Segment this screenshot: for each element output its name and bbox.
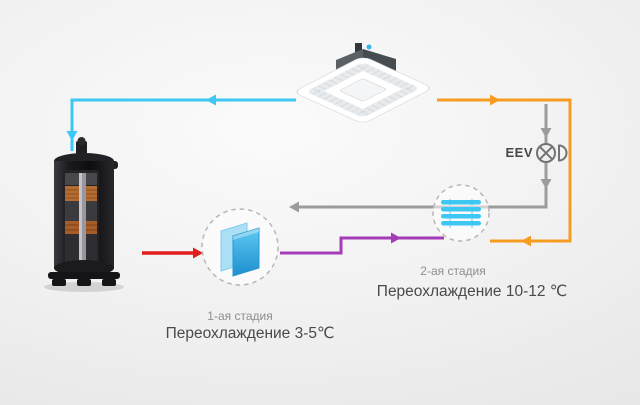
stage1-title: 1-ая стадия	[207, 309, 273, 323]
stage1-plate-heat-exchanger	[201, 208, 279, 286]
compressor	[44, 137, 124, 292]
stage2-title: 2-ая стадия	[420, 264, 486, 278]
arrow-left-icon	[521, 235, 531, 247]
stage1-subcooling-value: Переохлаждение 3-5℃	[165, 325, 335, 342]
stage2-dashed-circle	[432, 184, 490, 242]
arrow-down-icon	[66, 131, 78, 141]
subcooler-tubes-icon	[441, 200, 481, 226]
plate-hx-front-icon	[232, 227, 260, 277]
arrow-left-icon	[289, 201, 299, 213]
cassette-panel	[296, 57, 430, 123]
line-gray-arrows	[289, 128, 552, 213]
arrow-down-icon	[540, 128, 552, 138]
eev-motor-icon	[558, 144, 568, 162]
arrow-right-icon	[193, 247, 203, 259]
line-purple-arrows	[391, 232, 401, 244]
arrow-right-icon	[391, 232, 401, 244]
compressor-shaft	[79, 173, 86, 262]
line-purple-intermediate	[280, 236, 444, 255]
line-red-arrows	[193, 247, 203, 259]
arrow-right-icon	[490, 94, 500, 106]
line-orange-arrows	[490, 94, 531, 247]
compressor-base	[48, 272, 120, 279]
ceiling-cassette-unit	[296, 43, 430, 123]
stage2-subcooling-value: Переохлаждение 10-12 ℃	[376, 283, 568, 300]
eev-valve-icon	[536, 143, 568, 163]
line-cyan-suction	[70, 98, 296, 151]
stage2-subcooler	[432, 184, 490, 242]
arrow-down-icon	[540, 179, 552, 189]
eev-label: EEV	[505, 145, 533, 160]
cassette-center-grille	[339, 78, 387, 102]
cassette-fitting	[366, 44, 372, 50]
arrow-left-icon	[206, 94, 216, 106]
